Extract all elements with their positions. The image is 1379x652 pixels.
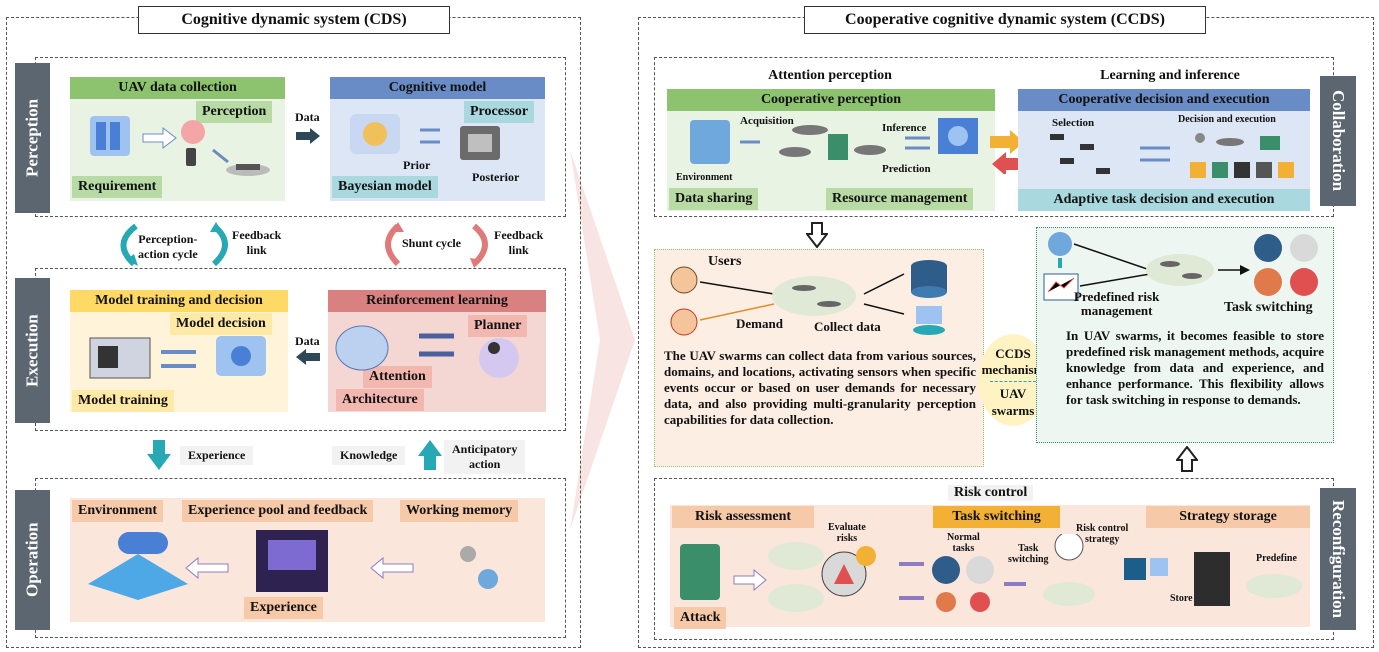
decision-execution-label: Decision and execution bbox=[1178, 114, 1276, 125]
decision-network-illustration bbox=[1050, 133, 1294, 178]
model-training-tag: Model training bbox=[72, 390, 174, 412]
exchange-arrows-icon bbox=[990, 130, 1026, 174]
knowledge-flow-label: Knowledge bbox=[332, 446, 406, 465]
predefine-label: Predefine bbox=[1256, 553, 1297, 564]
mechanism-label: mechanism bbox=[981, 362, 1045, 377]
risk-control-strategy-label: Risk control strategy bbox=[1076, 523, 1129, 545]
data-collection-text: The UAV swarms can collect data from var… bbox=[664, 348, 976, 427]
collaboration-label: Collaboration bbox=[1320, 76, 1356, 206]
feedback-link-left-icon bbox=[210, 222, 228, 267]
reinforcement-learning-header: Reinforcement learning bbox=[328, 290, 546, 312]
training-room-icon bbox=[89, 336, 266, 379]
predefined-risk-label: Predefined risk management bbox=[1074, 289, 1160, 318]
perception-action-cycle-icon bbox=[120, 223, 138, 267]
processor-tag: Processor bbox=[464, 101, 535, 123]
uav-label: UAV bbox=[999, 386, 1027, 401]
selection-label: Selection bbox=[1052, 117, 1095, 129]
swarms-label: swarms bbox=[991, 403, 1035, 418]
shunt-cycle-icon bbox=[385, 222, 404, 267]
experience-flow-label: Experience bbox=[180, 446, 254, 465]
experience-pool-tag: Experience pool and feedback bbox=[182, 500, 374, 522]
mechanism-divider bbox=[990, 381, 1036, 382]
data-sharing-tag: Data sharing bbox=[669, 188, 759, 210]
evaluate-risks-label: Evaluate risks bbox=[828, 522, 866, 544]
adaptive-task-header: Adaptive task decision and execution bbox=[1018, 189, 1310, 211]
uav-network-icon bbox=[90, 116, 270, 176]
coop-perception-illustration bbox=[690, 118, 978, 164]
demand-label: Demand bbox=[736, 316, 783, 331]
uav-data-collection-header: UAV data collection bbox=[70, 77, 285, 99]
reconfiguration-label: Reconfiguration bbox=[1320, 488, 1356, 630]
inference-label: Inference bbox=[882, 122, 927, 134]
cds-title: Cognitive dynamic system (CDS) bbox=[138, 6, 450, 34]
execution-label: Execution bbox=[15, 278, 50, 423]
experience-tag: Experience bbox=[244, 597, 323, 619]
learning-inference-title: Learning and inference bbox=[1100, 68, 1240, 83]
task-switching-tag: Task switching bbox=[933, 506, 1060, 528]
collect-data-label: Collect data bbox=[814, 319, 881, 334]
data-arrow-left-icon bbox=[296, 349, 320, 365]
feedback-link-right-icon bbox=[470, 223, 488, 268]
users-collect-illustration bbox=[670, 266, 905, 336]
feedback-link-right-label: Feedback link bbox=[494, 228, 544, 257]
risk-control-title: Risk control bbox=[948, 485, 1034, 501]
bayesian-model-tag: Bayesian model bbox=[332, 176, 438, 198]
background-chevron bbox=[570, 150, 635, 530]
planner-tag: Planner bbox=[468, 315, 528, 337]
operation-label: Operation bbox=[15, 490, 50, 630]
task-switching-small-label: Task switching bbox=[1008, 543, 1049, 565]
ccds-label: CCDS bbox=[995, 346, 1031, 361]
perception-action-cycle-label: Perception- action cycle bbox=[138, 232, 198, 261]
acquisition-label: Acquisition bbox=[740, 115, 794, 127]
brain-chip-icon bbox=[350, 114, 500, 160]
anticipatory-action-label: Anticipatory action bbox=[444, 440, 526, 474]
perception-tag: Perception bbox=[196, 101, 273, 123]
architecture-tag: Architecture bbox=[336, 389, 424, 411]
model-decision-tag: Model decision bbox=[170, 313, 272, 335]
reconfiguration-illustration bbox=[680, 534, 1302, 612]
perception-label: Perception bbox=[15, 63, 50, 213]
hollow-up-arrow-icon bbox=[1176, 446, 1198, 472]
store-label: Store bbox=[1170, 593, 1193, 604]
database-icon bbox=[911, 260, 947, 335]
experience-down-arrow-icon bbox=[147, 440, 171, 470]
attack-tag: Attack bbox=[674, 607, 727, 629]
cognitive-model-header: Cognitive model bbox=[330, 77, 545, 99]
strategy-storage-tag: Strategy storage bbox=[1146, 506, 1310, 528]
feedback-link-left-label: Feedback link bbox=[232, 228, 282, 257]
hollow-down-arrow-icon bbox=[806, 222, 828, 248]
coop-perception-header: Cooperative perception bbox=[667, 89, 995, 111]
data-label-bottom: Data bbox=[295, 334, 320, 348]
risk-management-illustration bbox=[1043, 232, 1318, 301]
data-label-top: Data bbox=[295, 110, 320, 124]
risk-assessment-tag: Risk assessment bbox=[672, 506, 814, 528]
task-switching-label-mid: Task switching bbox=[1224, 300, 1313, 315]
environment-small-label: Environment bbox=[676, 172, 733, 183]
rl-brain-icon bbox=[335, 325, 519, 378]
shunt-cycle-label: Shunt cycle bbox=[402, 236, 462, 250]
ccds-title: Cooperative cognitive dynamic system (CC… bbox=[804, 6, 1206, 34]
prior-label: Prior bbox=[403, 158, 431, 172]
posterior-label: Posterior bbox=[472, 170, 520, 184]
normal-tasks-label: Normal tasks bbox=[947, 532, 980, 554]
risk-management-text: In UAV swarms, it becomes feasible to st… bbox=[1066, 328, 1324, 407]
working-memory-tag: Working memory bbox=[400, 500, 519, 522]
attention-perception-title: Attention perception bbox=[768, 68, 892, 83]
data-arrow-right-icon bbox=[296, 128, 320, 144]
resource-management-tag: Resource management bbox=[826, 188, 974, 210]
model-training-header: Model training and decision bbox=[70, 290, 288, 312]
attention-tag: Attention bbox=[363, 366, 432, 388]
users-label: Users bbox=[708, 254, 742, 269]
prediction-label: Prediction bbox=[882, 163, 931, 175]
environment-tag: Environment bbox=[72, 500, 164, 522]
coop-decision-header: Cooperative decision and execution bbox=[1018, 89, 1310, 111]
operation-illustration bbox=[88, 530, 498, 600]
anticipatory-up-arrow-icon bbox=[418, 440, 442, 470]
requirement-tag: Requirement bbox=[72, 176, 163, 198]
